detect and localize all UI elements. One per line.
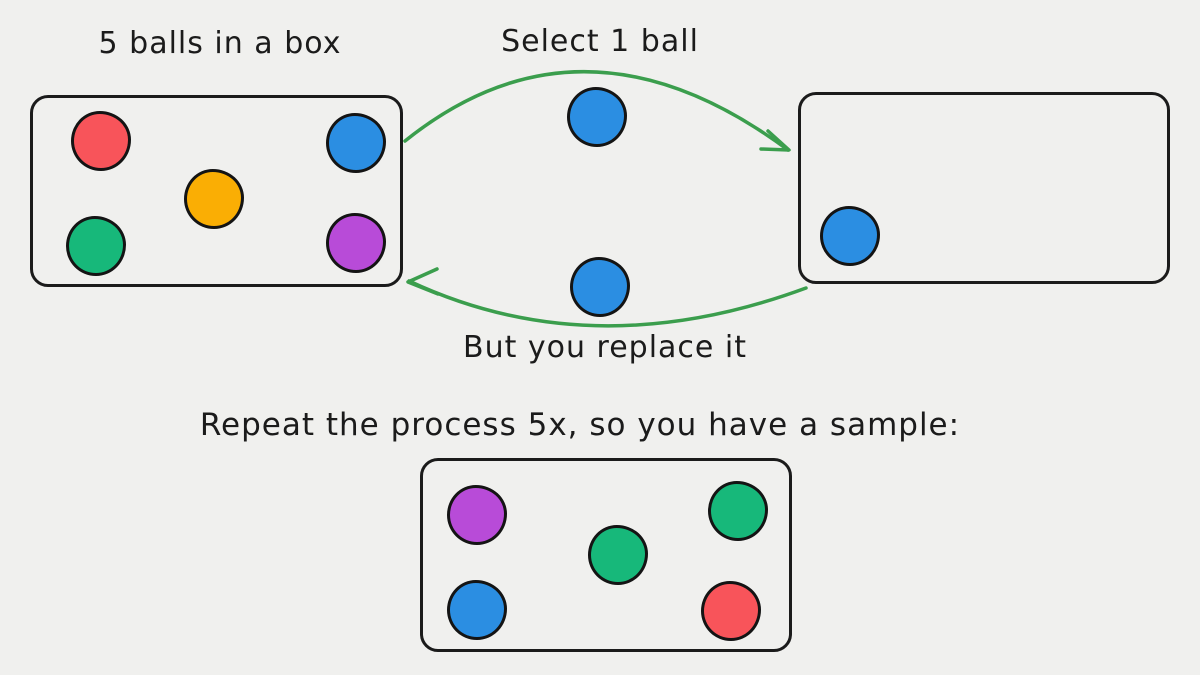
result-box (798, 92, 1170, 284)
orange-ball (184, 169, 244, 229)
green-ball (708, 481, 768, 541)
blue-ball (820, 206, 880, 266)
replace-arrowhead-icon (406, 267, 440, 296)
select-arrowhead-icon (759, 129, 791, 152)
selected-blue-ball (567, 87, 627, 147)
red-ball (701, 581, 761, 641)
returned-blue-ball (570, 257, 630, 317)
blue-ball (447, 580, 507, 640)
source-box-title: 5 balls in a box (98, 26, 342, 61)
green-ball (588, 525, 648, 585)
replace-label: But you replace it (462, 330, 748, 365)
sample-box (420, 458, 792, 652)
select-label: Select 1 ball (501, 24, 699, 59)
green-ball (66, 216, 126, 276)
blue-ball (326, 113, 386, 173)
purple-ball (326, 213, 386, 273)
repeat-label: Repeat the process 5x, so you have a sam… (199, 407, 961, 443)
source-box (30, 95, 403, 287)
red-ball (71, 111, 131, 171)
purple-ball (447, 485, 507, 545)
